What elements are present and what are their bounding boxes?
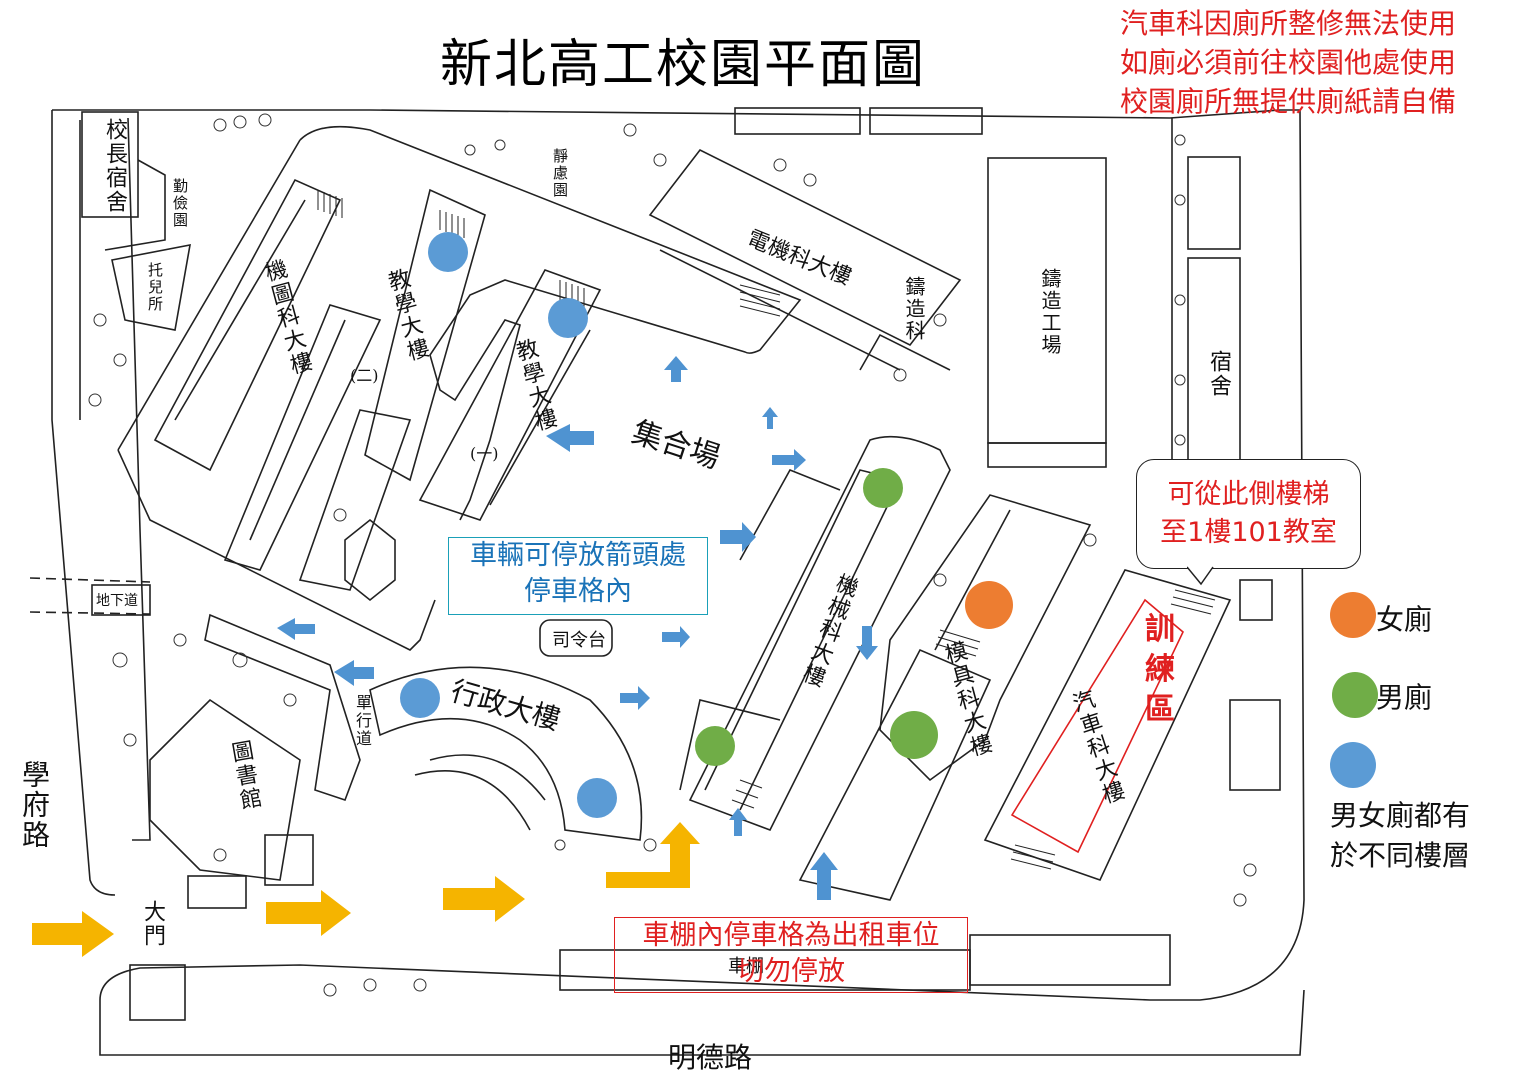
legend-male-label: 男廁 — [1376, 681, 1433, 714]
parking-callout-line-1: 車輛可停放箭頭處 — [470, 540, 686, 571]
restroom-both-1 — [428, 232, 468, 272]
stairs-callout-tail — [1187, 566, 1214, 586]
map-title: 新北高工校園平面圖 — [440, 35, 927, 95]
legend-both-line-2: 於不同樓層 — [1330, 839, 1471, 872]
stairs-callout-line-1: 可從此側樓梯 — [1167, 479, 1330, 510]
label-teaching-building-1-sub: (一) — [470, 444, 499, 463]
stairs-callout-line-2: 至1樓101教室 — [1160, 517, 1337, 548]
notice-line-2: 如廁必須前往校園他處使用 — [1120, 46, 1457, 79]
notice-line-1: 汽車科因廁所整修無法使用 — [1120, 7, 1457, 40]
road-mingde: 明德路 — [668, 1041, 753, 1074]
restroom-female-1 — [965, 581, 1013, 629]
label-teaching-building-2-sub: (二) — [350, 366, 379, 385]
entry-arrow-3 — [443, 876, 525, 922]
label-main-gate: 大門 — [140, 900, 165, 948]
label-command-stage: 司令台 — [552, 630, 606, 651]
rental-callout-line-1: 車棚內停車格為出租車位 — [642, 920, 940, 951]
label-dormitory: 宿舍 — [1206, 350, 1231, 398]
restroom-male-3 — [890, 711, 938, 759]
stairs-callout: 可從此側樓梯 至1樓101教室 — [1136, 459, 1361, 569]
label-foundry-dept: 鑄造科 — [902, 276, 926, 342]
label-one-way-road: 單行道 — [353, 694, 372, 748]
legend-female-label: 女廁 — [1376, 603, 1433, 636]
rental-parking-callout: 車棚內停車格為出租車位 切勿停放 — [614, 917, 968, 993]
entry-arrows — [32, 822, 700, 957]
legend-both-note: 男女廁都有 於不同樓層 — [1330, 796, 1470, 876]
legend-male-dot — [1332, 672, 1378, 718]
legend-female-dot — [1330, 592, 1376, 638]
label-car-shed: 車棚 — [728, 956, 764, 977]
training-area-label: 訓練區 — [1145, 612, 1175, 727]
restroom-notice: 汽車科因廁所整修無法使用 如廁必須前往校園他處使用 校園廁所無提供廁紙請自備 — [1120, 4, 1456, 121]
legend-both-dot — [1330, 742, 1376, 788]
label-qinjian-garden: 勤儉園 — [171, 178, 189, 229]
entry-arrow-1 — [32, 911, 114, 957]
legend-both-line-1: 男女廁都有 — [1330, 799, 1471, 832]
parking-callout-line-2: 停車格內 — [524, 576, 632, 607]
restroom-both-3 — [400, 678, 440, 718]
parking-arrows — [277, 356, 878, 900]
principal-residence-block — [81, 111, 139, 218]
road-xuefu: 學府路 — [18, 760, 51, 850]
label-underpass: 地下道 — [96, 593, 138, 609]
restroom-markers — [400, 232, 1013, 818]
label-jinglv-garden: 靜慮園 — [551, 148, 569, 199]
label-foundry-workshop: 鑄造工場 — [1038, 268, 1062, 356]
entry-arrow-4 — [606, 822, 700, 888]
parking-callout: 車輛可停放箭頭處 停車格內 — [448, 537, 708, 615]
label-nursery: 托兒所 — [146, 262, 164, 313]
notice-line-3: 校園廁所無提供廁紙請自備 — [1120, 85, 1457, 118]
entry-arrow-2 — [266, 890, 351, 936]
rental-callout-line-2: 切勿停放 — [737, 956, 845, 987]
campus-boundary — [52, 109, 1305, 1056]
restroom-both-4 — [577, 778, 617, 818]
label-principal-residence: 校長宿舍 — [102, 118, 127, 214]
restroom-male-1 — [863, 468, 903, 508]
restroom-male-2 — [695, 726, 735, 766]
restroom-both-2 — [548, 298, 588, 338]
